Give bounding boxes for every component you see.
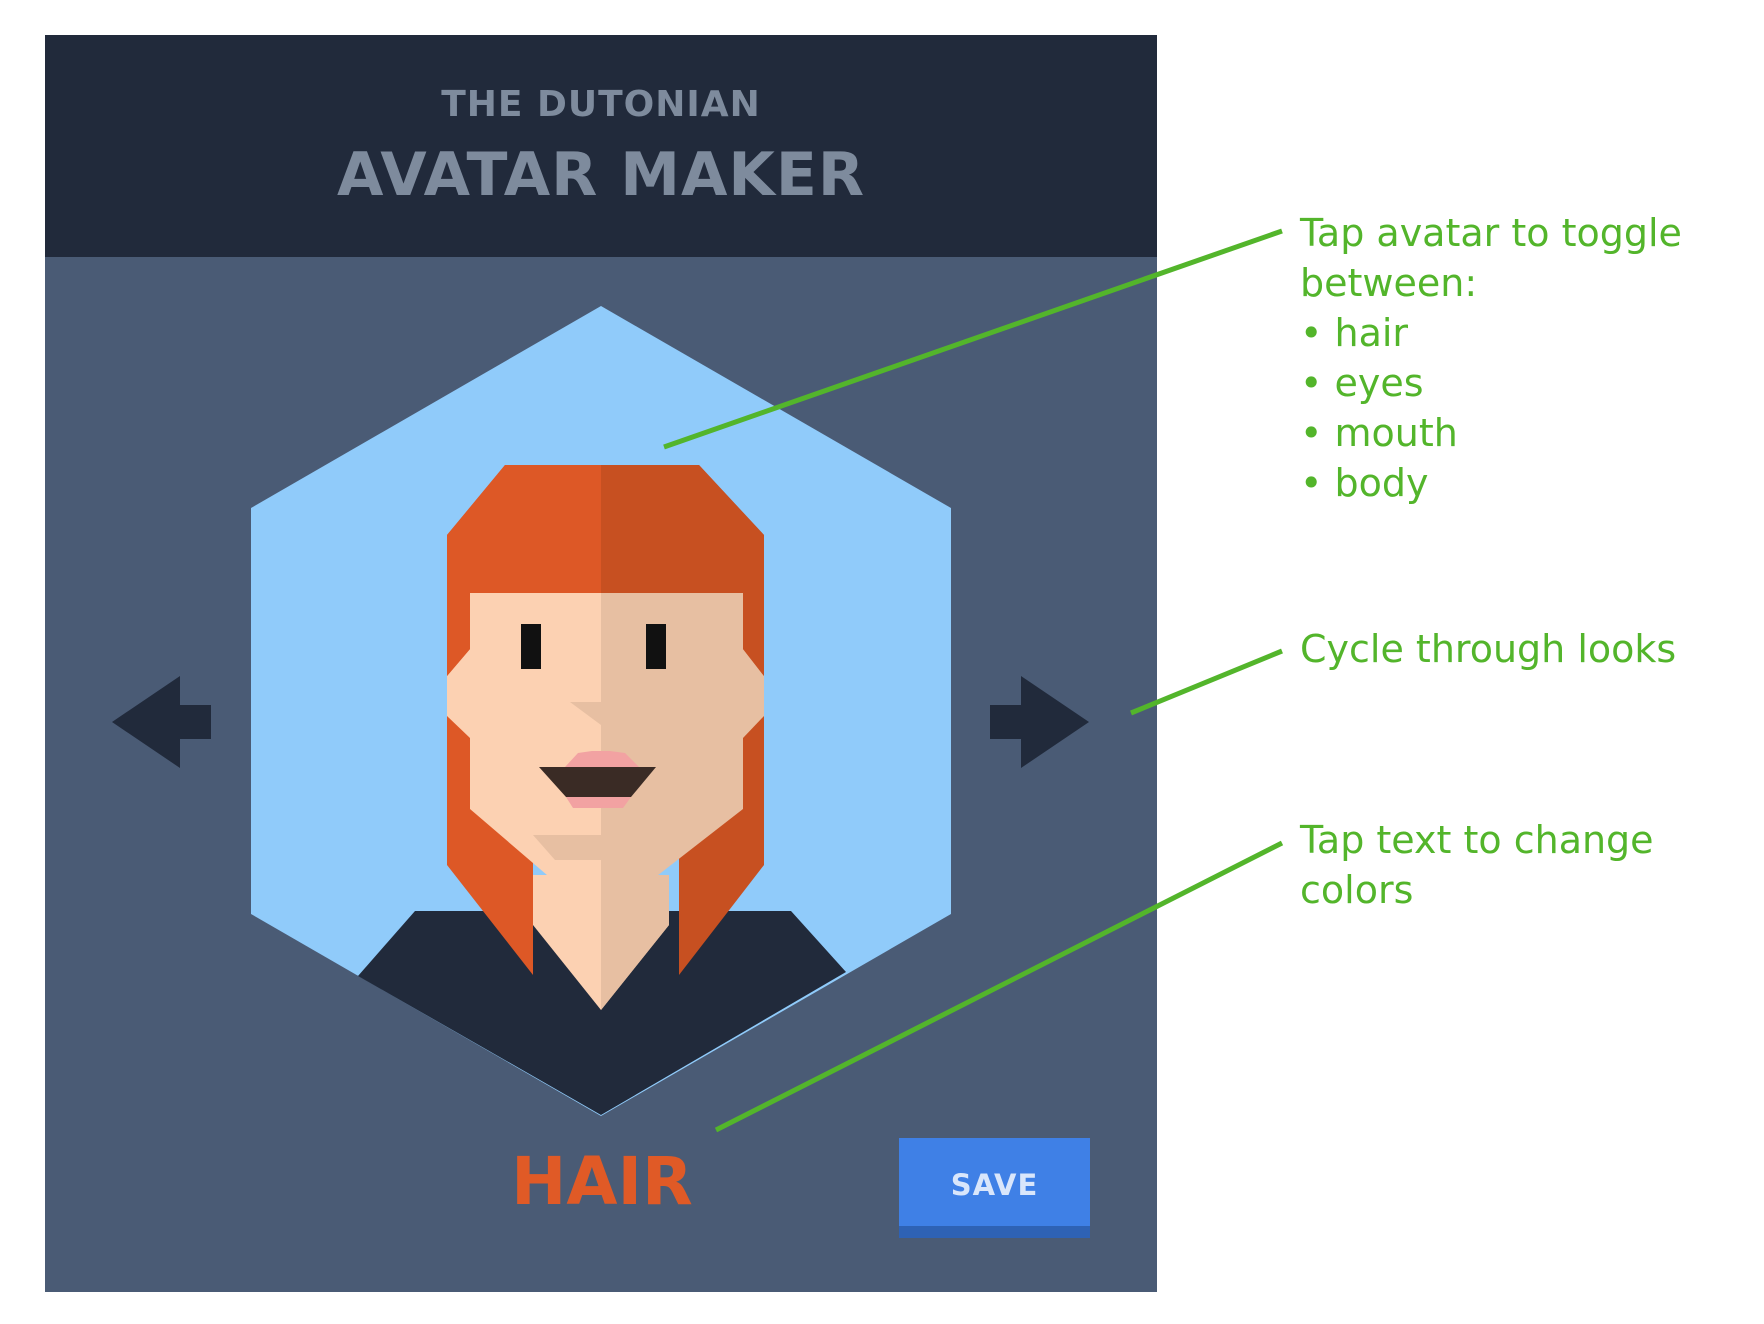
avatar-lip-upper xyxy=(565,751,639,767)
next-look-button[interactable] xyxy=(990,675,1090,770)
feature-label[interactable]: HAIR xyxy=(511,1143,693,1220)
annotation-toggle-item: eyes xyxy=(1300,358,1700,408)
avatar-lip-lower xyxy=(566,797,631,808)
avatar-nose xyxy=(570,702,601,725)
annotation-toggle-item: hair xyxy=(1300,308,1700,358)
avatar-ear-left xyxy=(447,649,470,738)
avatar-face-shade[interactable] xyxy=(601,593,743,893)
annotation-toggle-item: body xyxy=(1300,458,1700,508)
save-button[interactable]: SAVE xyxy=(899,1138,1090,1238)
annotation-toggle-item: mouth xyxy=(1300,408,1700,458)
app-header: THE DUTONIAN AVATAR MAKER xyxy=(45,35,1157,257)
annotation-toggle-heading: Tap avatar to toggle between: xyxy=(1300,211,1682,305)
avatar-neck-v-shade xyxy=(601,925,669,1010)
annotation-cycle: Cycle through looks xyxy=(1300,627,1677,671)
annotation-toggle-list: hair eyes mouth body xyxy=(1300,308,1700,508)
avatar-mouth[interactable] xyxy=(539,767,656,797)
avatar-bangs-shade[interactable] xyxy=(601,465,764,676)
avatar-eye-right[interactable] xyxy=(646,624,666,669)
app-subtitle: THE DUTONIAN xyxy=(441,84,761,125)
annotation-toggle: Tap avatar to toggle between: hair eyes … xyxy=(1300,208,1700,508)
avatar-bangs[interactable] xyxy=(447,465,601,676)
avatar-ear-right xyxy=(743,649,764,738)
avatar-maker-app: THE DUTONIAN AVATAR MAKER xyxy=(45,35,1157,1292)
arrow-left-icon xyxy=(112,676,211,768)
previous-look-button[interactable] xyxy=(112,675,212,770)
arrow-right-icon xyxy=(990,676,1089,768)
annotation-colors: Tap text to change colors xyxy=(1300,818,1654,912)
avatar-face[interactable] xyxy=(470,593,601,893)
avatar-chin-shade xyxy=(533,835,601,860)
avatar-stage xyxy=(251,306,951,1116)
avatar-eye-left[interactable] xyxy=(521,624,541,669)
app-title: AVATAR MAKER xyxy=(336,140,866,210)
